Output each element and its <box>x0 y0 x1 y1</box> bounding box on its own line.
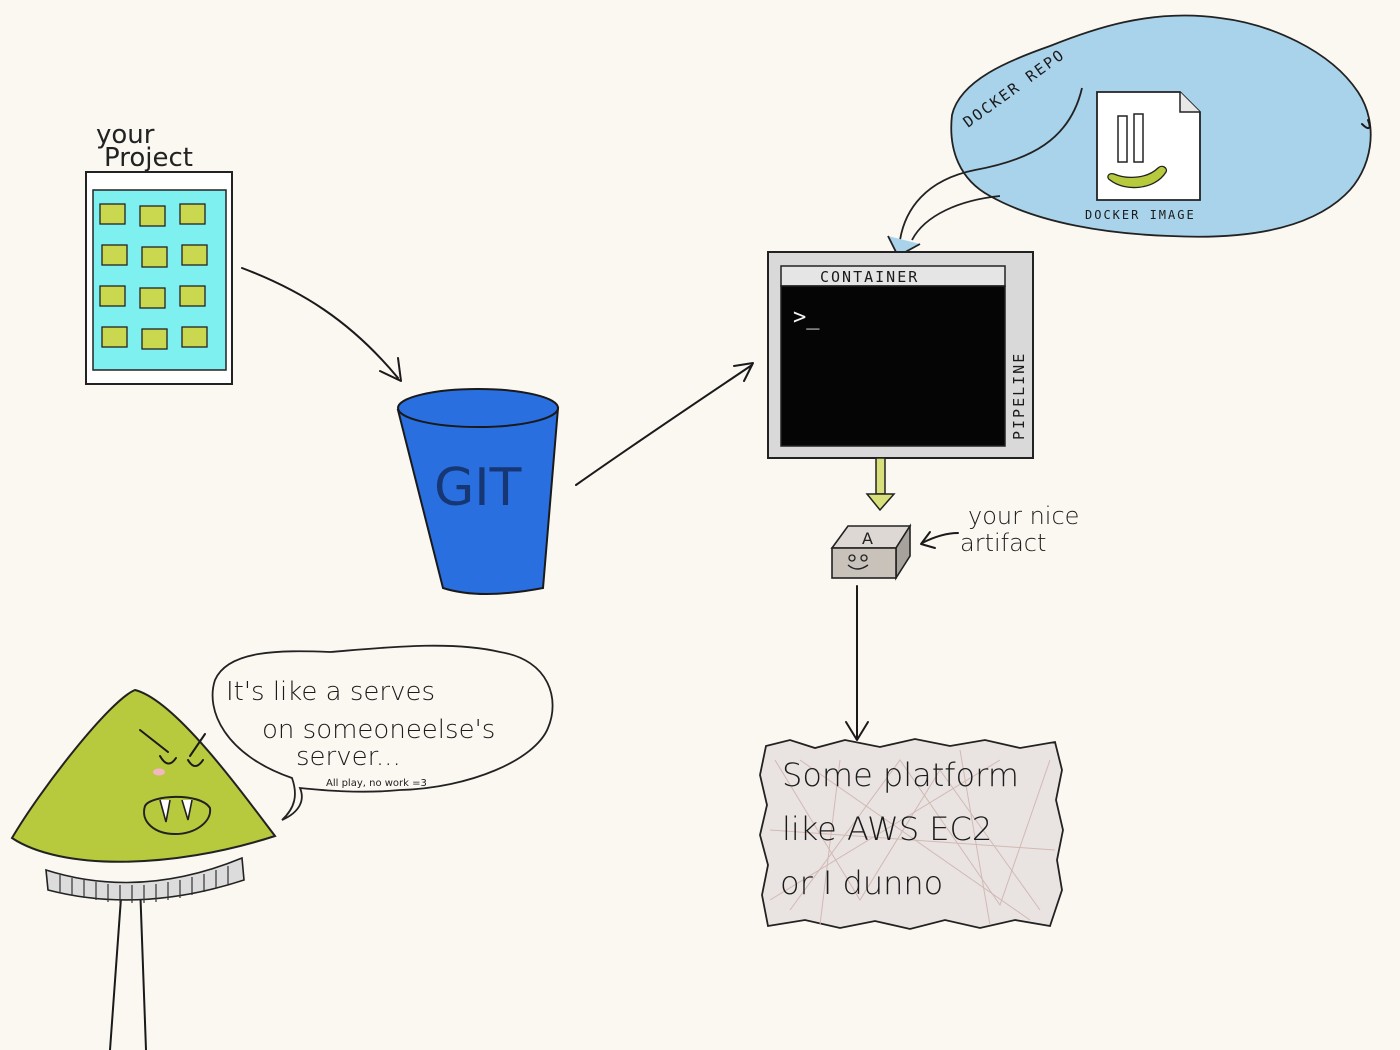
app-tile <box>141 246 168 268</box>
artifact-label-line1: your nice <box>968 502 1079 530</box>
character-fang-right <box>181 799 193 821</box>
character-fang-left <box>159 799 171 823</box>
platform-box <box>759 738 1064 930</box>
character-eye-right <box>187 759 204 767</box>
arrowhead-platform <box>845 721 869 741</box>
artifact-front <box>831 547 897 579</box>
terminal-prompt: >_ <box>793 305 820 330</box>
app-tile <box>101 244 128 266</box>
arrow-git-to-container <box>575 364 753 486</box>
app-tile <box>139 205 166 227</box>
cloud-tail-inner <box>911 195 1001 241</box>
artifact-label-line2: artifact <box>960 529 1046 557</box>
speech-line3: server... <box>296 742 401 772</box>
platform-texture <box>769 749 1056 926</box>
platform-line2: like AWS EC2 <box>782 810 992 848</box>
arrow-label-to-artifact <box>921 532 959 544</box>
artifact-eye-right <box>860 554 868 562</box>
file-corner-fold <box>1179 92 1200 113</box>
speech-bubble-outline <box>211 644 554 821</box>
character-eye-left <box>159 755 177 765</box>
artifact-smile <box>847 564 869 570</box>
artifact-letter: A <box>862 529 873 548</box>
app-tile <box>181 326 208 348</box>
character-brow-left <box>139 729 169 753</box>
character-stem-left <box>109 883 123 1050</box>
arrow-project-to-git <box>241 267 399 379</box>
app-tiles <box>99 203 208 350</box>
character-stem-right <box>139 883 147 1050</box>
character-brow-right <box>189 733 206 757</box>
project-node: your Project <box>85 120 233 385</box>
project-label-line2: Project <box>104 143 193 173</box>
app-tile <box>141 328 168 350</box>
speech-line2: on someoneelse's <box>262 715 495 745</box>
artifact-node: A <box>830 523 912 581</box>
app-tile <box>101 326 128 348</box>
arrowhead-container <box>733 362 754 382</box>
project-label-line1: your <box>96 120 155 150</box>
character <box>10 688 277 1050</box>
platform-node: Some platform like AWS EC2 or I dunno <box>759 738 1064 930</box>
container-label: CONTAINER <box>820 268 919 286</box>
character-collar <box>45 856 245 901</box>
docker-face-smile <box>1107 165 1168 189</box>
cloud-tail <box>899 87 1083 241</box>
platform-line3: or I dunno <box>780 864 943 902</box>
character-body <box>10 688 277 863</box>
git-node: GIT <box>396 388 560 595</box>
bucket-body <box>396 406 560 595</box>
docker-face-eye-left <box>1117 115 1128 163</box>
character-blush <box>153 768 165 776</box>
arrow-container-to-artifact <box>865 457 896 512</box>
terminal-screen <box>780 285 1006 447</box>
arrowhead-artifact <box>920 531 936 549</box>
character-mouth <box>143 795 212 836</box>
app-tile <box>179 203 206 225</box>
artifact-eye-left <box>848 554 856 562</box>
app-tile <box>139 287 166 309</box>
app-tile <box>181 244 208 266</box>
docker-repo-cloud: DOCKER REPO DOCKER IMAGE <box>887 14 1372 258</box>
pipeline-label: PIPELINE <box>1010 352 1028 440</box>
app-tile <box>99 203 126 225</box>
speech-small-print: All play, no work =3 <box>326 778 427 789</box>
docker-image-label: DOCKER IMAGE <box>1085 208 1196 222</box>
container-node: CONTAINER >_ PIPELINE <box>767 251 1034 459</box>
speech-bubble: It's like a serves on someoneelse's serv… <box>211 644 554 821</box>
app-tile <box>179 285 206 307</box>
speech-line1: It's like a serves <box>226 677 435 707</box>
app-tile <box>99 285 126 307</box>
cloud-curl <box>1361 119 1371 130</box>
git-label: GIT <box>434 458 522 518</box>
platform-line1: Some platform <box>782 756 1019 794</box>
collar-ribs <box>59 866 229 903</box>
bucket-rim <box>397 388 559 428</box>
arrowhead-git <box>379 357 402 382</box>
docker-face-eye-right <box>1133 113 1144 163</box>
